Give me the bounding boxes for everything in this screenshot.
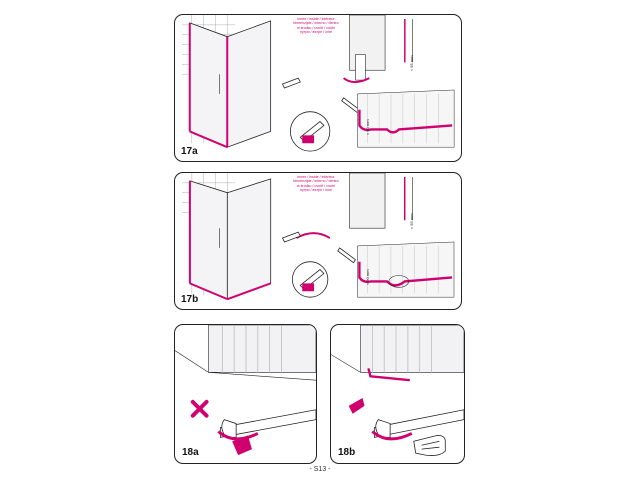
seal-highlight — [188, 22, 229, 149]
tray-detail — [357, 241, 455, 298]
dimension-label-top: ≈ 95 mm — [409, 213, 414, 229]
shower-enclosure — [189, 20, 272, 148]
dimension-label-top: ≈ 95 mm — [409, 55, 414, 71]
step-17b-illustration — [182, 173, 455, 301]
seal-profile — [217, 409, 316, 456]
step-18a-panel: 18a — [174, 324, 317, 464]
glass-panel — [175, 325, 316, 381]
inside-note: innen / inside / intérieur binnenzijde /… — [293, 17, 339, 34]
inside-note: innen / inside / intérieur binnenzijde /… — [293, 175, 339, 192]
hand-icon — [413, 434, 446, 456]
step-18b-panel: 18b — [330, 324, 465, 464]
step-18b-illustration — [331, 325, 464, 456]
tray-detail — [357, 89, 455, 148]
seal-piece-icon — [348, 397, 365, 414]
shower-enclosure — [189, 178, 272, 300]
step-18a-illustration — [175, 325, 316, 456]
profile-detail — [343, 15, 413, 84]
step-label: 18a — [180, 447, 201, 458]
step-label: 17a — [179, 146, 200, 157]
step-17a-illustration — [181, 15, 455, 152]
seal-highlight — [188, 180, 272, 301]
magnifier-icon — [291, 261, 329, 298]
dimension-label-bottom: ≈ 90 mm — [365, 269, 370, 285]
wrong-mark-icon — [190, 399, 209, 418]
glass-panel — [331, 325, 464, 382]
profile-detail — [295, 173, 413, 239]
dimension-label-bottom: ≈ 90 mm — [365, 119, 370, 135]
seal-profile — [371, 409, 464, 441]
magnifier-icon — [289, 111, 331, 152]
step-label: 17b — [179, 294, 201, 305]
step-17a-panel: innen / inside / intérieur binnenzijde /… — [174, 14, 462, 162]
page-number: - S13 - — [309, 466, 331, 473]
step-label: 18b — [336, 447, 358, 458]
step-17b-panel: innen / inside / intérieur binnenzijde /… — [174, 172, 462, 310]
